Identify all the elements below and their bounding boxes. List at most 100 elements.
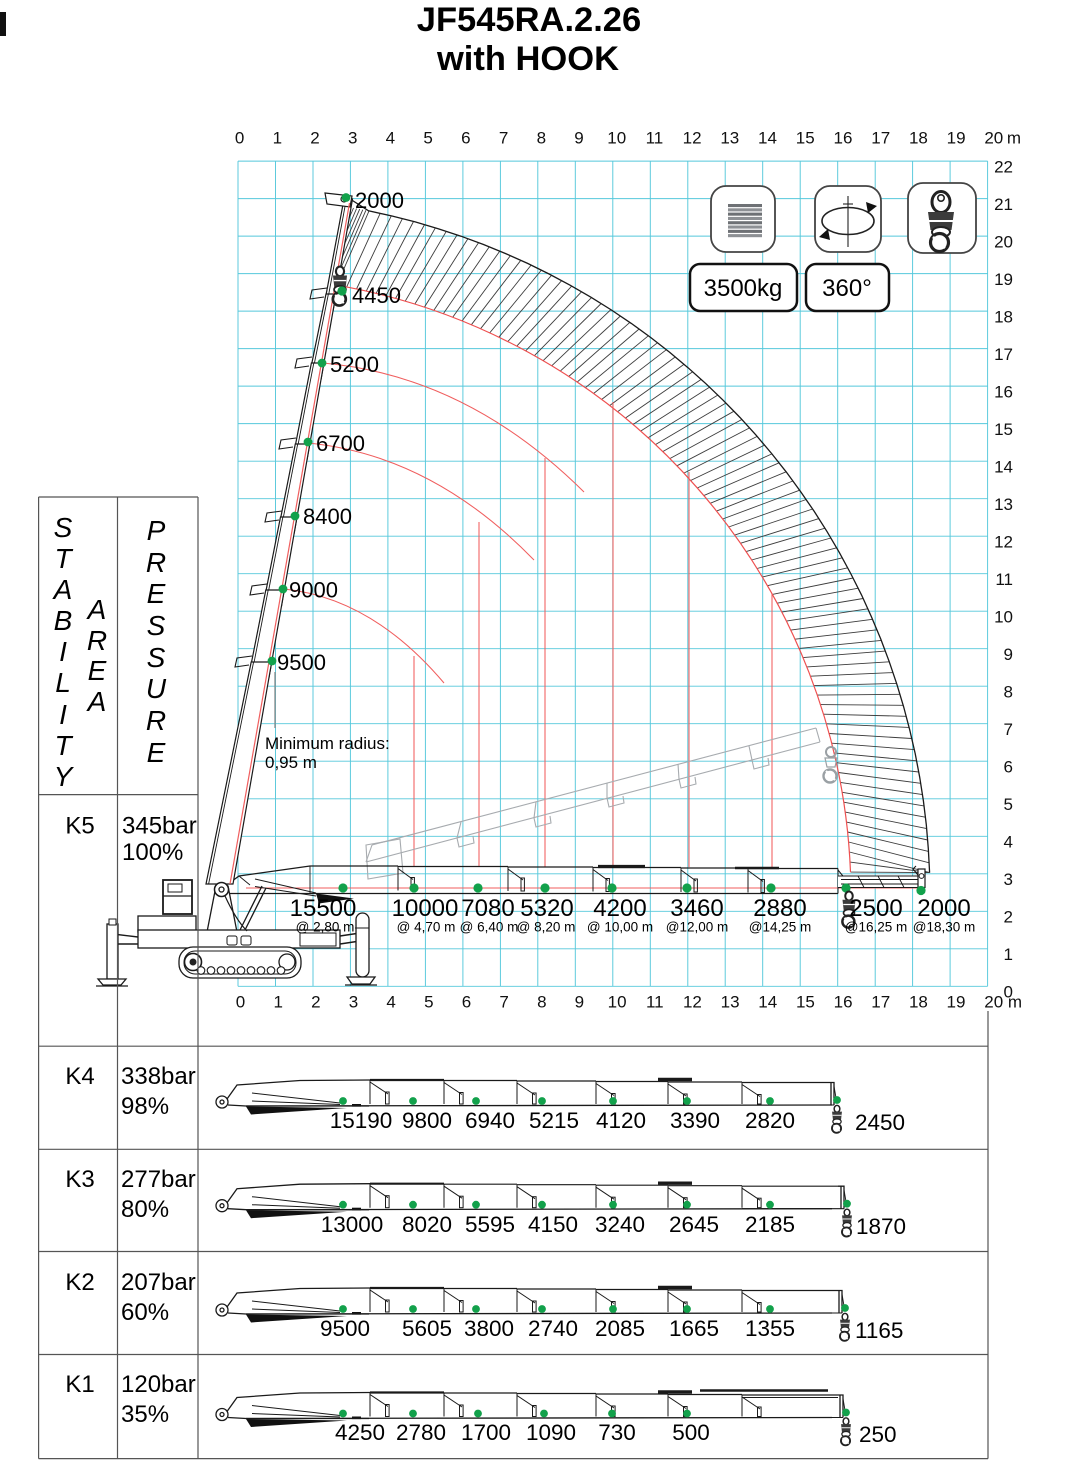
svg-text:5320: 5320 <box>520 895 573 922</box>
svg-text:500: 500 <box>672 1420 710 1445</box>
svg-text:JF545RA.2.26: JF545RA.2.26 <box>417 1 641 39</box>
svg-text:207bar: 207bar <box>121 1269 196 1296</box>
svg-text:@ 2,80 m: @ 2,80 m <box>296 920 355 935</box>
svg-text:120bar: 120bar <box>121 1371 196 1398</box>
svg-text:T: T <box>54 543 73 574</box>
svg-text:9000: 9000 <box>289 578 338 603</box>
svg-text:3240: 3240 <box>595 1212 645 1237</box>
svg-text:18: 18 <box>909 993 928 1012</box>
svg-text:A: A <box>86 594 107 625</box>
svg-text:19: 19 <box>994 270 1013 289</box>
svg-text:98%: 98% <box>121 1093 169 1120</box>
svg-text:1090: 1090 <box>526 1420 576 1445</box>
svg-text:@18,30 m: @18,30 m <box>913 920 975 935</box>
svg-text:7: 7 <box>499 993 508 1012</box>
svg-text:5595: 5595 <box>465 1212 515 1237</box>
svg-text:17: 17 <box>871 129 890 148</box>
svg-text:12: 12 <box>683 129 702 148</box>
svg-text:K3: K3 <box>65 1166 94 1193</box>
svg-text:1: 1 <box>273 993 282 1012</box>
svg-text:2085: 2085 <box>595 1316 645 1341</box>
svg-text:2: 2 <box>311 993 320 1012</box>
svg-text:8: 8 <box>537 129 546 148</box>
svg-text:19: 19 <box>947 129 966 148</box>
svg-text:10: 10 <box>607 129 626 148</box>
svg-text:3460: 3460 <box>670 895 723 922</box>
svg-text:T: T <box>54 730 73 761</box>
svg-text:60%: 60% <box>121 1299 169 1326</box>
svg-text:5605: 5605 <box>402 1316 452 1341</box>
svg-text:13: 13 <box>994 495 1013 514</box>
svg-text:5200: 5200 <box>330 352 379 377</box>
svg-text:2: 2 <box>1004 908 1013 927</box>
svg-text:250: 250 <box>859 1422 897 1447</box>
svg-text:4: 4 <box>386 129 395 148</box>
svg-text:m: m <box>1007 129 1021 148</box>
svg-text:9: 9 <box>1004 645 1013 664</box>
svg-text:21: 21 <box>994 195 1013 214</box>
svg-text:K4: K4 <box>65 1063 94 1090</box>
svg-text:2000: 2000 <box>355 188 404 213</box>
svg-text:4120: 4120 <box>596 1108 646 1133</box>
svg-text:14: 14 <box>758 129 777 148</box>
svg-text:10: 10 <box>994 607 1013 626</box>
svg-text:15500: 15500 <box>290 895 357 922</box>
svg-text:0,95 m: 0,95 m <box>265 753 317 772</box>
svg-text:6: 6 <box>1004 757 1013 776</box>
svg-text:4: 4 <box>1004 833 1013 852</box>
svg-text:16: 16 <box>994 382 1013 401</box>
svg-text:4450: 4450 <box>352 283 401 308</box>
svg-text:15190: 15190 <box>330 1108 393 1133</box>
svg-text:A: A <box>86 686 107 717</box>
svg-text:11: 11 <box>646 993 664 1012</box>
svg-text:10000: 10000 <box>392 895 459 922</box>
svg-text:3800: 3800 <box>464 1316 514 1341</box>
svg-text:7: 7 <box>1004 720 1013 739</box>
svg-text:I: I <box>59 636 67 667</box>
svg-text:@12,00 m: @12,00 m <box>666 920 728 935</box>
svg-text:1700: 1700 <box>461 1420 511 1445</box>
svg-text:with HOOK: with HOOK <box>436 40 619 78</box>
svg-text:18: 18 <box>994 307 1013 326</box>
svg-text:277bar: 277bar <box>121 1166 196 1193</box>
svg-text:20: 20 <box>984 993 1003 1012</box>
svg-text:2185: 2185 <box>745 1212 795 1237</box>
svg-text:1: 1 <box>1004 945 1013 964</box>
svg-text:2880: 2880 <box>753 895 806 922</box>
svg-text:2645: 2645 <box>669 1212 719 1237</box>
svg-text:730: 730 <box>598 1420 636 1445</box>
svg-text:E: E <box>147 737 166 768</box>
svg-text:9: 9 <box>574 129 583 148</box>
svg-text:R: R <box>146 547 166 578</box>
svg-text:14: 14 <box>994 457 1013 476</box>
svg-text:18: 18 <box>909 129 928 148</box>
svg-text:K1: K1 <box>65 1371 94 1398</box>
svg-text:7080: 7080 <box>461 895 514 922</box>
svg-text:K5: K5 <box>65 813 94 840</box>
svg-text:17: 17 <box>871 993 890 1012</box>
svg-text:0: 0 <box>235 129 244 148</box>
svg-text:10: 10 <box>608 993 627 1012</box>
svg-text:8020: 8020 <box>402 1212 452 1237</box>
svg-text:@ 6,40 m: @ 6,40 m <box>460 920 519 935</box>
svg-text:13: 13 <box>721 993 740 1012</box>
svg-text:6700: 6700 <box>316 431 365 456</box>
svg-text:16: 16 <box>834 129 853 148</box>
svg-text:15: 15 <box>796 993 815 1012</box>
svg-text:5215: 5215 <box>529 1108 579 1133</box>
svg-text:5: 5 <box>1004 795 1013 814</box>
svg-text:17: 17 <box>994 345 1013 364</box>
svg-text:2500: 2500 <box>849 895 902 922</box>
svg-text:4: 4 <box>386 993 395 1012</box>
svg-text:m: m <box>1008 993 1022 1012</box>
svg-text:12: 12 <box>683 993 702 1012</box>
svg-text:7: 7 <box>499 129 508 148</box>
svg-text:360°: 360° <box>822 275 872 302</box>
svg-text:3390: 3390 <box>670 1108 720 1133</box>
svg-text:1355: 1355 <box>745 1316 795 1341</box>
svg-text:4150: 4150 <box>528 1212 578 1237</box>
svg-text:B: B <box>54 605 73 636</box>
svg-text:2820: 2820 <box>745 1108 795 1133</box>
svg-text:S: S <box>147 642 166 673</box>
svg-text:5: 5 <box>424 993 433 1012</box>
